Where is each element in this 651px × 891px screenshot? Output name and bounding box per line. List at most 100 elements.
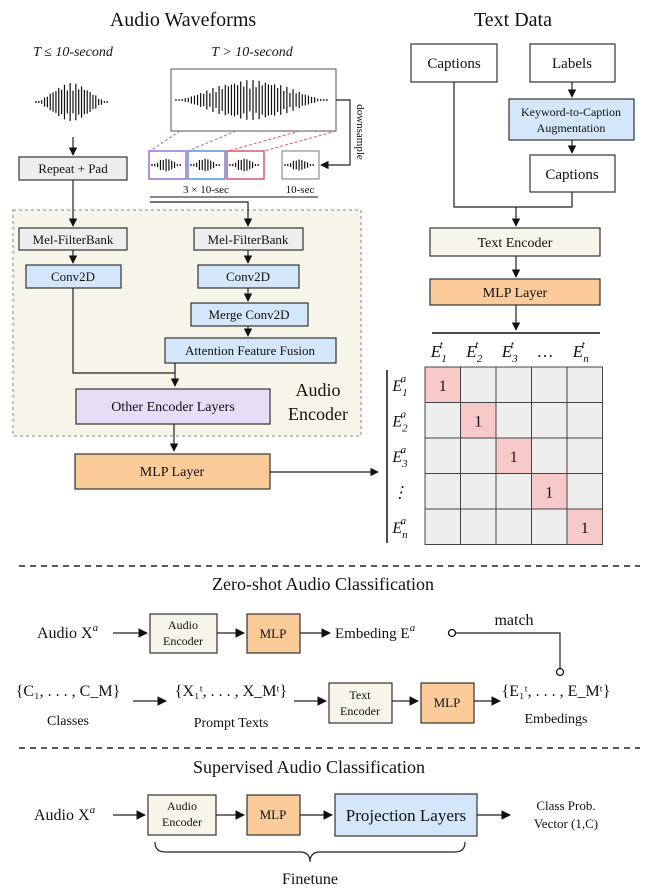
- matrix-cell: [495, 473, 532, 510]
- zs-audio-encoder-2: Encoder: [163, 634, 203, 648]
- matrix-row-header: ⋮: [392, 484, 408, 501]
- matrix-cell: [531, 437, 568, 474]
- arrow-captions-bottom-merge: [516, 192, 573, 208]
- conv2d-left-label: Conv2D: [51, 269, 95, 284]
- zs-mlp2-box: [420, 682, 475, 724]
- other-layers-box: [75, 388, 271, 425]
- text-section-title: Text Data: [474, 9, 552, 31]
- labels-label: Labels: [552, 56, 592, 72]
- finetune-brace: [154, 841, 466, 863]
- matrix-row-header: E2a: [391, 408, 408, 434]
- long-waveform: [175, 80, 328, 120]
- matrix-diagonal-value: 1: [545, 484, 553, 501]
- sv-audio-encoder-2: Encoder: [162, 815, 202, 829]
- other-layers-label: Other Encoder Layers: [111, 400, 235, 415]
- captions-top-box: [410, 43, 498, 83]
- audio-encoder-title-2: Encoder: [288, 404, 348, 424]
- match-label: match: [494, 612, 533, 629]
- long-duration-label: T > 10-second: [211, 45, 294, 60]
- short-duration-label: T ≤ 10-second: [33, 45, 114, 60]
- zs-mlp2-label: MLP: [434, 695, 461, 710]
- crop-guide-red-2: [263, 130, 337, 152]
- matrix-cell: [566, 437, 603, 474]
- matrix-col-header: …: [538, 342, 553, 361]
- sv-mlp-box: [246, 794, 301, 836]
- captions-top-label: Captions: [427, 56, 480, 72]
- matrix-row-header: Ena: [391, 515, 408, 541]
- matrix-diagonal-value: 1: [581, 520, 589, 537]
- zs-embedding: Embeding Ea: [335, 622, 416, 642]
- sv-mlp-label: MLP: [260, 807, 287, 822]
- attention-fusion-label: Attention Feature Fusion: [185, 343, 315, 358]
- zs-classes-set: {C₁, . . . , C_M}: [16, 683, 121, 700]
- matrix-diagonal-value: 1: [439, 378, 447, 395]
- zs-classes-label: Classes: [47, 714, 89, 729]
- zs-prompt-label: Prompt Texts: [194, 716, 269, 731]
- matrix-cell: [495, 508, 532, 545]
- matrix-cell: [424, 473, 461, 510]
- matrix-cell-diagonal: [460, 402, 497, 439]
- zs-mlp1-label: MLP: [260, 626, 287, 641]
- matrix-cell: [424, 508, 461, 545]
- melfb-right-label: Mel-FilterBank: [208, 232, 289, 247]
- matrix-cell-diagonal: [531, 473, 568, 510]
- projection-layers-box: [334, 793, 478, 837]
- matrix-diagonal-value: 1: [510, 449, 518, 466]
- matrix-cell: [566, 473, 603, 510]
- downsample-label: downsample: [354, 104, 366, 160]
- sv-audio-input: Audio Xa: [34, 804, 96, 824]
- matrix-cell: [566, 402, 603, 439]
- crop-guide-purple: [149, 130, 181, 152]
- augmentation-label-1: Keyword-to-Caption: [521, 105, 621, 119]
- matrix-col-header: Ent: [572, 339, 589, 365]
- matrix-diagonal-value: 1: [474, 413, 482, 430]
- augmentation-box: [508, 98, 635, 141]
- arrow-crops-to-melfb: [150, 201, 253, 227]
- matrix-cell: [531, 402, 568, 439]
- ten-sec-label: 10-sec: [286, 184, 315, 196]
- matrix-cell: [566, 366, 603, 403]
- sv-output-2: Vector (1,C): [534, 816, 598, 831]
- conv2d-right-label: Conv2D: [226, 269, 270, 284]
- arrow-left-skip: [72, 288, 175, 374]
- zs-text-encoder-1: Text: [349, 688, 371, 702]
- match-start-dot: [447, 628, 457, 638]
- zs-audio-input: Audio Xa: [37, 622, 99, 642]
- matrix-row-header: E1a: [391, 373, 407, 399]
- text-encoder-label: Text Encoder: [478, 236, 553, 251]
- matrix-cell: [495, 402, 532, 439]
- augmentation-label-2: Augmentation: [537, 121, 606, 135]
- crop-guide-blue: [187, 130, 237, 152]
- audio-mlp-label: MLP Layer: [140, 465, 205, 480]
- short-waveform: [35, 83, 108, 121]
- matrix-cell-diagonal: [566, 508, 603, 545]
- match-end-dot: [555, 667, 565, 677]
- matrix-cell: [424, 437, 461, 474]
- match-connector: [456, 632, 561, 669]
- attention-fusion-box: [164, 337, 337, 364]
- matrix-col-header: E1t: [430, 339, 447, 365]
- zs-audio-encoder-1: Audio: [168, 618, 198, 632]
- sv-audio-encoder-1: Audio: [167, 799, 197, 813]
- sv-output-1: Class Prob.: [536, 798, 595, 813]
- merge-conv2d-box: [190, 302, 309, 327]
- matrix-cell: [531, 508, 568, 545]
- audio-section-title: Audio Waveforms: [110, 9, 257, 31]
- finetune-label: Finetune: [282, 871, 338, 888]
- zs-embeddings-label: Embedings: [525, 712, 588, 727]
- matrix-cell: [460, 473, 497, 510]
- arrow-captions-top-merge: [453, 82, 516, 208]
- melfb-left-label: Mel-FilterBank: [33, 232, 114, 247]
- zs-mlp1-box: [246, 613, 301, 654]
- captions-bottom-box: [529, 154, 616, 193]
- captions-bottom-label: Captions: [545, 167, 598, 183]
- matrix-cell: [460, 508, 497, 545]
- merge-conv2d-label: Merge Conv2D: [208, 307, 289, 322]
- matrix-cell: [460, 437, 497, 474]
- audio-encoder-title-1: Audio: [296, 380, 341, 400]
- matrix-cell: [531, 366, 568, 403]
- matrix-cell: [424, 402, 461, 439]
- crop-guide-red: [227, 130, 301, 152]
